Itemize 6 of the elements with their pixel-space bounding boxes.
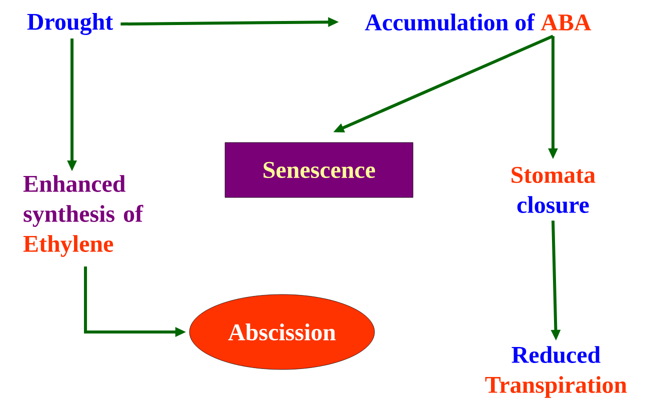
node-label: Accumulation of ABA: [364, 13, 592, 31]
node-label: Stomata closure: [512, 166, 596, 214]
node-label: Reduced Transpiration: [485, 346, 627, 398]
process-box: Senescence: [224, 142, 414, 198]
node-label: Enhanced synthesis of Ethylene: [23, 175, 144, 257]
node-label: Drought: [27, 13, 114, 35]
